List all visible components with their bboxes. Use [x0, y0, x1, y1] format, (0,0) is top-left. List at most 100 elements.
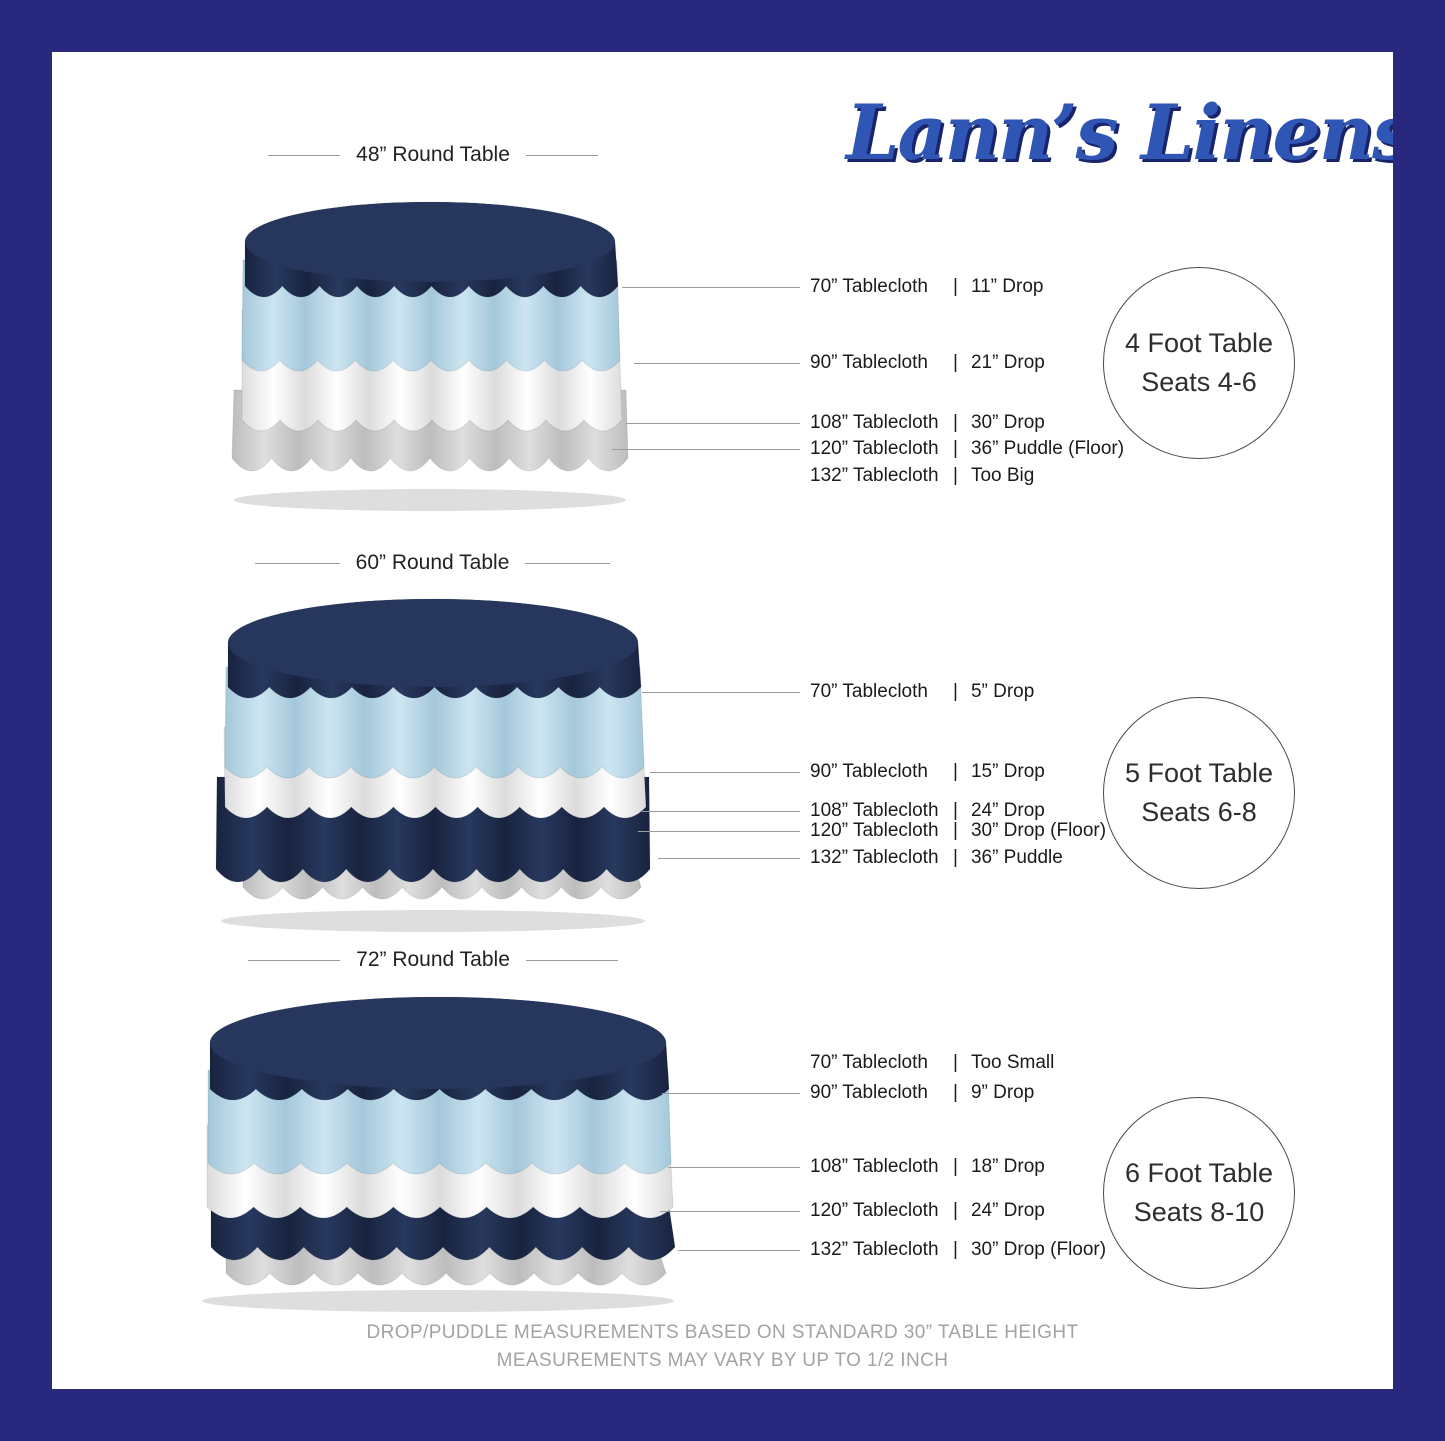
title-rule-right	[525, 154, 599, 156]
seats-badge-6ft: 6 Foot Table Seats 8-10	[1103, 1097, 1295, 1289]
divider: |	[953, 1156, 958, 1177]
section-title-72: 72” Round Table	[248, 948, 619, 972]
callout-line	[642, 810, 800, 812]
measurement-row: 108” Tablecloth | 30” Drop	[626, 411, 1045, 435]
floor-shadow	[234, 489, 626, 511]
tabletop	[228, 599, 638, 687]
measurement-row: 108” Tablecloth | 24” Drop	[642, 799, 1045, 823]
drop-label: 36” Puddle	[970, 847, 1063, 868]
brand-logo: Lann’s Linens	[846, 88, 1415, 177]
measurement-row: 120” Tablecloth | 24” Drop	[660, 1199, 1045, 1223]
measurement-row: 132” Tablecloth | 30” Drop (Floor)	[678, 1238, 1106, 1262]
floor-shadow	[221, 910, 645, 932]
drop-label: 24” Drop	[970, 1200, 1045, 1221]
drop-label: 30” Drop (Floor)	[970, 1239, 1107, 1260]
seats-badge-5ft: 5 Foot Table Seats 6-8	[1103, 697, 1295, 889]
cloth-size-label: 90” Tablecloth	[810, 761, 928, 782]
footer-note-line1: DROP/PUDDLE MEASUREMENTS BASED ON STANDA…	[366, 1322, 1079, 1343]
drop-label: 11” Drop	[970, 276, 1044, 297]
divider: |	[953, 1239, 958, 1260]
drop-label: Too Small	[970, 1052, 1055, 1073]
tabletop	[245, 202, 615, 282]
measurement-row: 70” Tablecloth | 11” Drop	[622, 275, 1043, 299]
title-rule-right	[525, 959, 619, 961]
cloth-size-label: 70” Tablecloth	[810, 681, 928, 702]
cloth-size-label: 70” Tablecloth	[810, 276, 928, 297]
section-title-text: 72” Round Table	[356, 948, 510, 971]
tablecloth-illustration-48	[231, 201, 629, 511]
divider: |	[953, 276, 958, 297]
badge-line2: Seats 8-10	[1133, 1197, 1265, 1227]
cloth-size-label: 108” Tablecloth	[810, 412, 939, 433]
measurement-row: 70” Tablecloth | 5” Drop	[642, 680, 1034, 704]
divider: |	[953, 438, 958, 459]
floor-shadow	[202, 1290, 674, 1312]
drop-label: 21” Drop	[970, 352, 1045, 373]
section-title-60: 60” Round Table	[255, 551, 611, 575]
callout-line	[634, 362, 800, 364]
divider: |	[953, 1200, 958, 1221]
drop-label: 30” Drop (Floor)	[970, 820, 1107, 841]
measurement-row: 90” Tablecloth | 9” Drop	[662, 1081, 1034, 1105]
cloth-size-label: 90” Tablecloth	[810, 352, 928, 373]
drop-label: 30” Drop	[970, 412, 1045, 433]
drop-label: 5” Drop	[970, 681, 1035, 702]
drop-label: 18” Drop	[970, 1156, 1045, 1177]
cloth-size-label: 132” Tablecloth	[810, 847, 939, 868]
badge-line1: 6 Foot Table	[1124, 1157, 1274, 1188]
divider: |	[953, 800, 958, 821]
badge-line2: Seats 6-8	[1141, 797, 1257, 827]
divider: |	[953, 1052, 958, 1073]
callout-line	[622, 286, 800, 288]
measurement-row: 90” Tablecloth | 21” Drop	[634, 351, 1045, 375]
section-title-text: 48” Round Table	[356, 143, 510, 166]
drop-label: 24” Drop	[970, 800, 1045, 821]
badge-line1: 4 Foot Table	[1124, 327, 1274, 358]
drop-label: Too Big	[970, 465, 1035, 486]
divider: |	[953, 681, 958, 702]
cloth-size-label: 108” Tablecloth	[810, 800, 939, 821]
callout-line	[662, 1092, 800, 1094]
callout-line	[638, 830, 800, 832]
divider: |	[953, 412, 958, 433]
drop-label: 36” Puddle (Floor)	[970, 438, 1125, 459]
callout-line	[642, 691, 800, 693]
callout-line	[678, 1249, 800, 1251]
divider: |	[953, 820, 958, 841]
cloth-size-label: 90” Tablecloth	[810, 1082, 928, 1103]
callout-line	[660, 1210, 800, 1212]
cloth-size-label: 120” Tablecloth	[810, 1200, 939, 1221]
cloth-size-label: 108” Tablecloth	[810, 1156, 939, 1177]
measurement-row: 120” Tablecloth | 30” Drop (Floor)	[638, 819, 1106, 843]
cloth-size-label: 70” Tablecloth	[810, 1052, 928, 1073]
measurement-row: 120” Tablecloth | 36” Puddle (Floor)	[612, 437, 1124, 461]
badge-line1: 5 Foot Table	[1124, 757, 1274, 788]
tablecloth-illustration-72	[202, 996, 676, 1312]
badge-line2: Seats 4-6	[1141, 367, 1257, 397]
cloth-size-label: 132” Tablecloth	[810, 1239, 939, 1260]
measurement-row: 132” Tablecloth | Too Big	[810, 464, 1034, 488]
footer-note-line2: MEASUREMENTS MAY VARY BY UP TO 1/2 INCH	[496, 1350, 949, 1371]
drop-label: 15” Drop	[970, 761, 1045, 782]
callout-line	[658, 857, 800, 859]
cloth-size-label: 120” Tablecloth	[810, 820, 939, 841]
divider: |	[953, 352, 958, 373]
tablecloth-illustration-60	[215, 598, 651, 932]
divider: |	[953, 761, 958, 782]
divider: |	[953, 1082, 958, 1103]
title-rule-left	[255, 562, 340, 564]
section-title-text: 60” Round Table	[355, 551, 510, 574]
drop-label: 9” Drop	[970, 1082, 1035, 1103]
measurement-row: 90” Tablecloth | 15” Drop	[650, 760, 1045, 784]
callout-line	[668, 1166, 800, 1168]
callout-line	[612, 448, 800, 450]
title-rule-right	[525, 562, 611, 564]
divider: |	[953, 847, 958, 868]
measurement-row: 108” Tablecloth | 18” Drop	[668, 1155, 1045, 1179]
section-title-48: 48” Round Table	[268, 143, 599, 167]
callout-line	[650, 771, 800, 773]
seats-badge-4ft: 4 Foot Table Seats 4-6	[1103, 267, 1295, 459]
divider: |	[953, 465, 958, 486]
cloth-size-label: 132” Tablecloth	[810, 465, 939, 486]
